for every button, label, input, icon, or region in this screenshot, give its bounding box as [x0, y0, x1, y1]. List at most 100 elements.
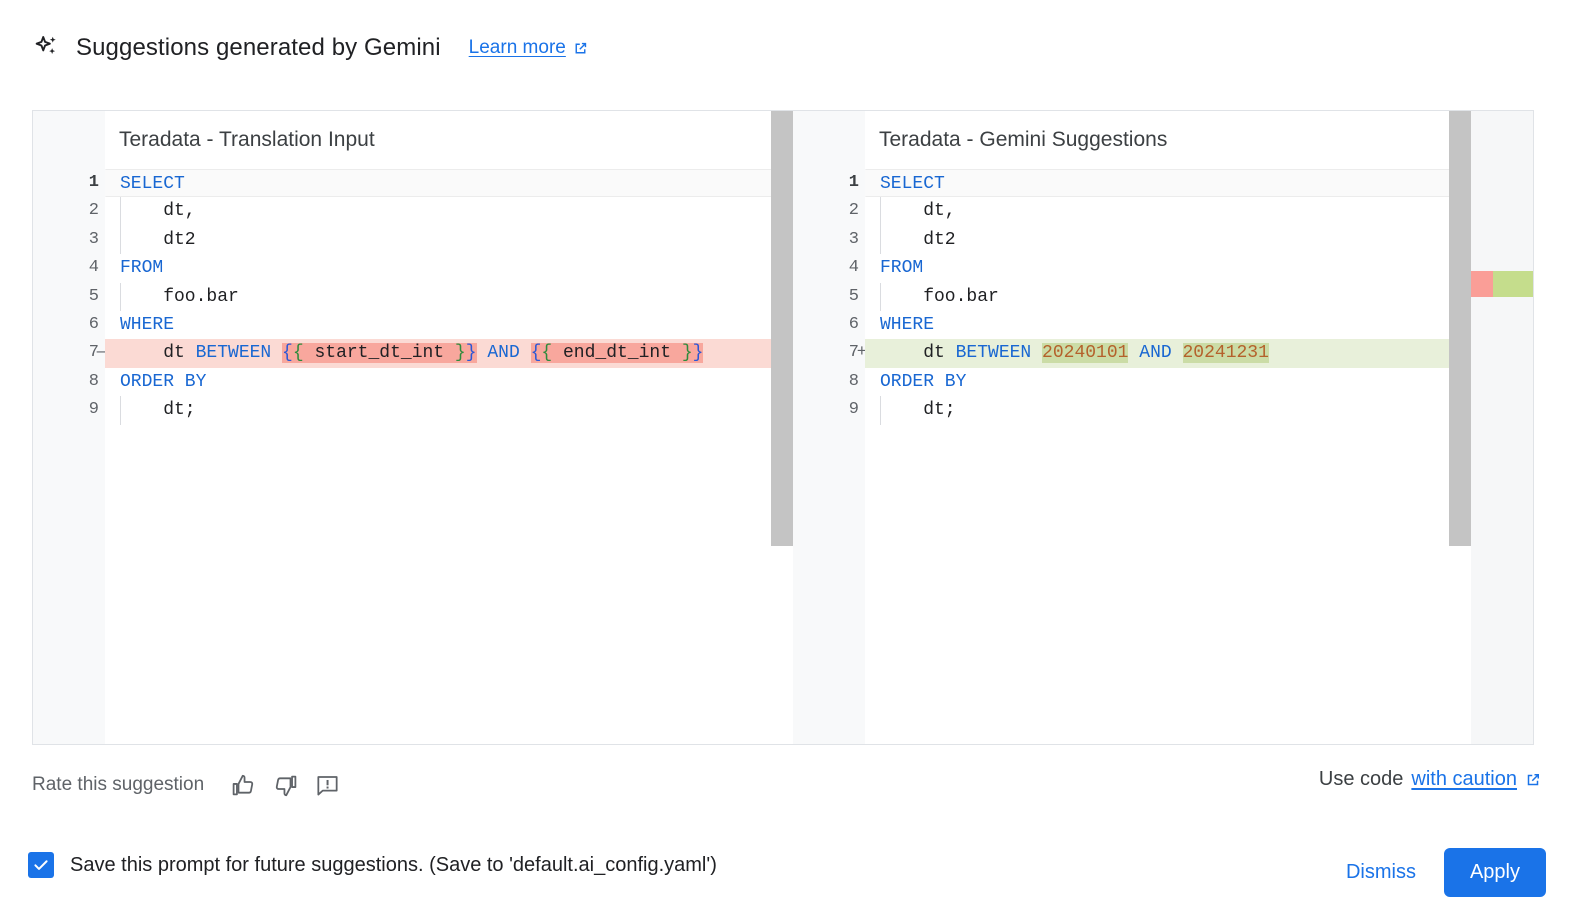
code-line[interactable]: foo.bar [865, 282, 1533, 312]
line-number: 4 [88, 258, 99, 278]
diff-overview-ruler[interactable] [1471, 111, 1533, 744]
line-number: 3 [88, 229, 99, 249]
code-token: 20240101 [1042, 343, 1129, 364]
scrollbar-right[interactable] [1449, 111, 1471, 744]
learn-more-link[interactable]: Learn more [469, 37, 589, 59]
code-token: foo.bar [880, 286, 999, 307]
code-token: foo.bar [120, 286, 239, 307]
code-token [520, 343, 531, 363]
code-token: 20241231 [1182, 343, 1269, 364]
code-line[interactable]: SELECT [105, 169, 793, 198]
line-number: 2 [88, 201, 99, 221]
line-number: 8 [848, 371, 859, 391]
line-number: 6 [88, 314, 99, 334]
dismiss-button[interactable]: Dismiss [1328, 849, 1434, 896]
pane-title-right: Teradata - Gemini Suggestions [865, 111, 1533, 169]
code-token: dt [880, 343, 956, 364]
code-line[interactable]: WHERE [105, 311, 793, 339]
code-line[interactable]: dt2 [105, 225, 793, 255]
line-number: 5 [88, 286, 99, 306]
code-token [1128, 343, 1139, 363]
line-number: 8 [88, 371, 99, 391]
code-token: } [681, 343, 693, 364]
save-prompt-row: Save this prompt for future suggestions.… [28, 852, 717, 878]
code-line[interactable]: ORDER BY [865, 368, 1533, 396]
page-title: Suggestions generated by Gemini [76, 34, 441, 61]
code-line[interactable]: ORDER BY [105, 368, 793, 396]
code-token: { [541, 343, 553, 364]
code-line[interactable]: dt, [105, 197, 793, 227]
code-token: BETWEEN [955, 343, 1043, 364]
code-line[interactable]: dt; [105, 396, 793, 425]
code-token: FROM [120, 258, 164, 279]
code-token: FROM [880, 258, 924, 279]
code-line[interactable]: dt BETWEEN {{ start_dt_int }} AND {{ end… [105, 339, 793, 368]
code-line[interactable]: FROM [865, 254, 1533, 282]
code-line[interactable]: WHERE [865, 311, 1533, 339]
save-prompt-checkbox[interactable] [28, 852, 54, 878]
code-token: dt, [880, 201, 956, 222]
thumb-up-icon[interactable] [226, 768, 260, 802]
scrollbar-thumb-right[interactable] [1449, 111, 1471, 546]
code-token: dt [120, 343, 196, 364]
code-token: dt; [120, 400, 196, 421]
save-prompt-label: Save this prompt for future suggestions.… [70, 853, 717, 876]
code-token: AND [1139, 343, 1172, 364]
caution-prefix: Use code [1318, 768, 1404, 790]
code-token: { [282, 343, 293, 364]
code-area-left[interactable]: Teradata - Translation Input SELECT dt, … [105, 111, 793, 744]
code-token [477, 343, 488, 363]
code-token: SELECT [880, 174, 945, 194]
scrollbar-left[interactable] [771, 111, 793, 744]
code-token: SELECT [120, 174, 185, 194]
code-area-right[interactable]: Teradata - Gemini Suggestions SELECT dt,… [865, 111, 1533, 744]
diff-sign: + [856, 343, 867, 363]
footer-actions: Dismiss Apply [1328, 848, 1546, 897]
line-number: 7— [33, 339, 107, 367]
code-token: dt2 [880, 229, 956, 250]
line-number: 4 [848, 258, 859, 278]
code-token: WHERE [880, 314, 935, 335]
code-line[interactable]: SELECT [865, 169, 1533, 198]
code-token: dt2 [120, 229, 196, 250]
external-link-icon [572, 40, 589, 57]
code-line[interactable]: dt, [865, 197, 1533, 227]
code-line[interactable]: dt; [865, 396, 1533, 425]
apply-button[interactable]: Apply [1443, 848, 1546, 897]
code-token: { [530, 343, 542, 364]
code-token: ORDER BY [880, 371, 967, 392]
overview-marker-added [1493, 271, 1533, 297]
code-token: { [292, 343, 304, 364]
code-token [1172, 343, 1183, 363]
code-token: WHERE [120, 314, 175, 335]
code-line[interactable]: dt2 [865, 225, 1533, 255]
code-line[interactable]: FROM [105, 254, 793, 282]
diff-sign: — [96, 343, 107, 363]
line-number: 2 [848, 201, 859, 221]
line-number: 9 [88, 400, 99, 420]
sparkle-icon [32, 33, 62, 63]
code-token: end_dt_int [552, 343, 682, 364]
code-token: dt, [120, 201, 196, 222]
use-code-caution: Use code with caution [1319, 768, 1542, 791]
with-caution-label: with caution [1411, 768, 1517, 790]
thumb-down-icon[interactable] [268, 768, 302, 802]
code-token: AND [487, 343, 520, 364]
code-line[interactable]: foo.bar [105, 282, 793, 312]
feedback-report-icon[interactable] [310, 768, 344, 802]
code-token: } [454, 343, 466, 364]
code-line[interactable]: dt BETWEEN 20240101 AND 20241231 [865, 339, 1533, 368]
line-number: 3 [848, 229, 859, 249]
external-link-icon [1524, 771, 1542, 789]
code-token: dt; [880, 400, 956, 421]
scrollbar-thumb-left[interactable] [771, 111, 793, 546]
line-number: 7+ [793, 339, 867, 367]
with-caution-link[interactable]: with caution [1411, 768, 1542, 791]
